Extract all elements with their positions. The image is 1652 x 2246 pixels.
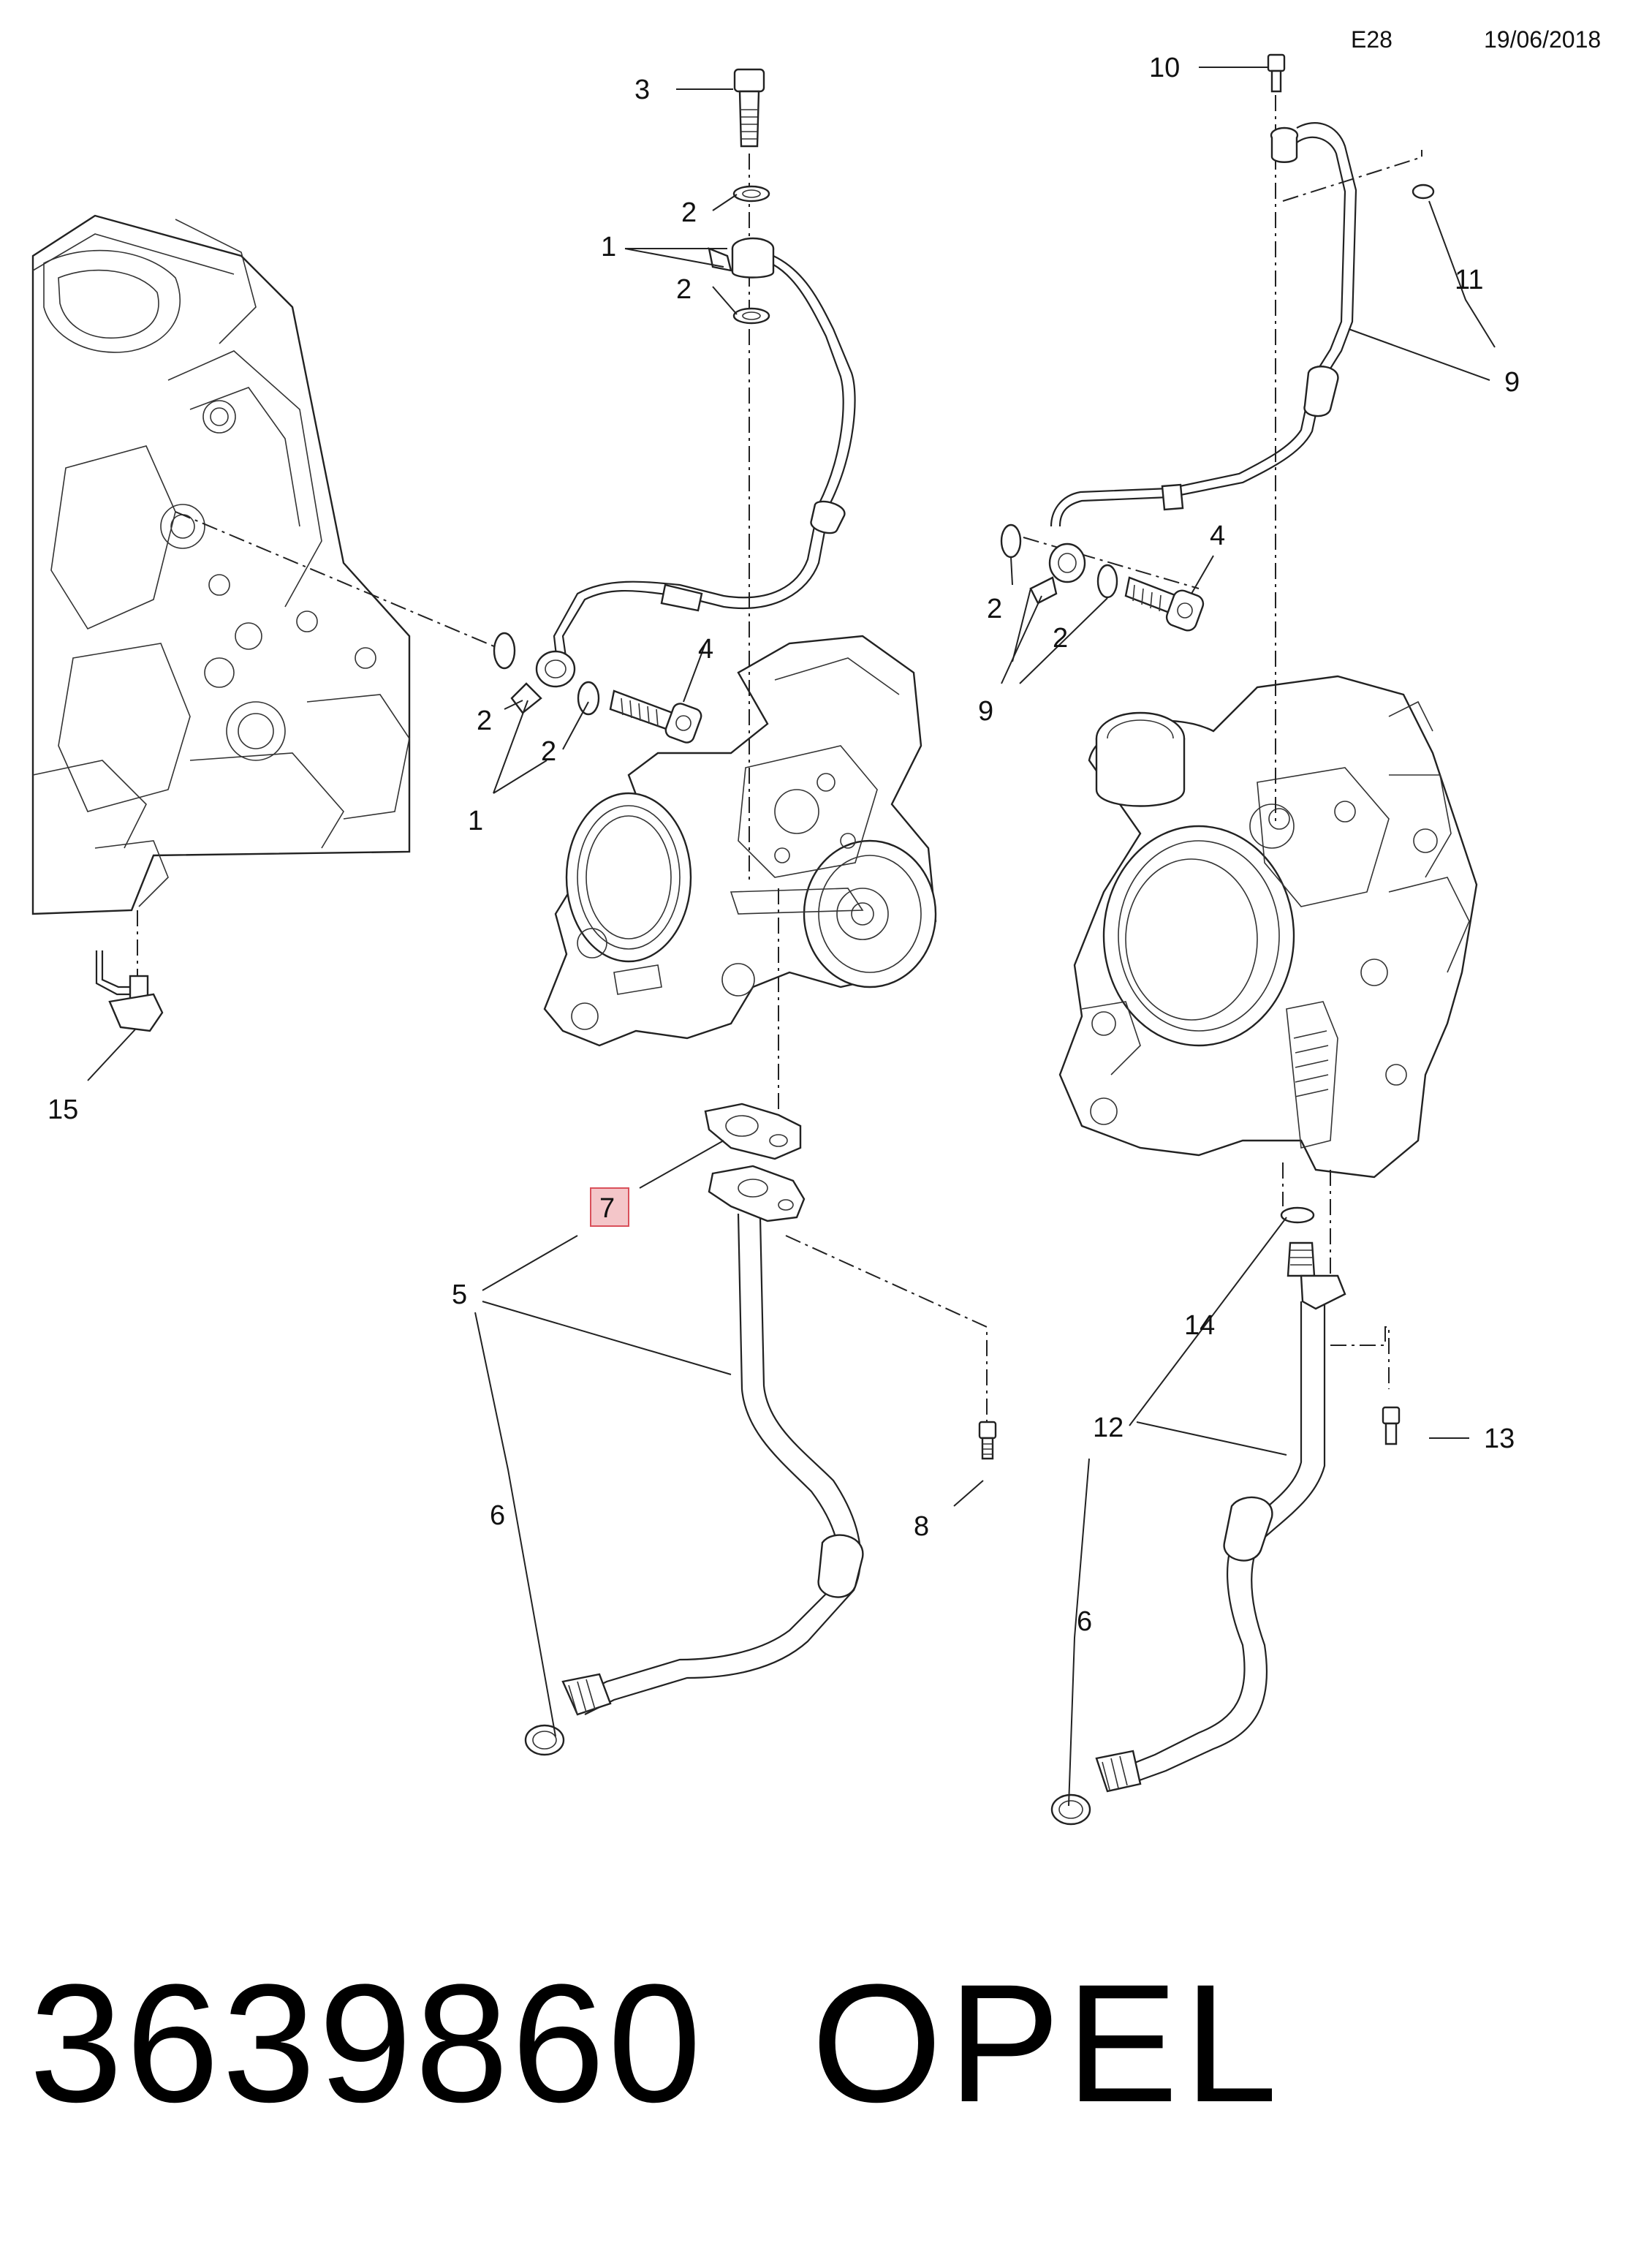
left-oil-drain-line (524, 888, 997, 1756)
callout-2: 2 (477, 706, 492, 736)
callout-2: 2 (681, 197, 697, 228)
callout-11: 11 (1455, 265, 1483, 295)
callout-2: 2 (1053, 623, 1068, 654)
diagram-date: 19/06/2018 (1484, 26, 1602, 53)
brand-name: OPEL (811, 1949, 1284, 2137)
diagram-code: E28 (1351, 26, 1393, 53)
callout-14: 14 (1184, 1310, 1215, 1341)
callout-2: 2 (676, 274, 692, 305)
highlight-box-7 (590, 1187, 629, 1227)
engine-block (31, 214, 411, 915)
callout-7: 7 (599, 1193, 615, 1224)
right-oil-drain-line (1050, 1162, 1401, 1826)
callout-6: 6 (490, 1500, 505, 1531)
left-turbocharger (543, 635, 937, 1047)
left-oil-feed-line (175, 68, 856, 885)
callout-10: 10 (1149, 53, 1180, 83)
callout-12: 12 (1093, 1413, 1124, 1443)
callout-6: 6 (1077, 1606, 1092, 1637)
callout-5: 5 (452, 1279, 467, 1310)
callout-labels: 3 2 1 2 4 2 2 1 15 10 11 9 4 2 2 9 7 5 6… (48, 53, 1520, 1637)
callout-8: 8 (914, 1511, 929, 1542)
callout-9: 9 (978, 696, 993, 727)
callout-1: 1 (468, 806, 483, 836)
callout-2: 2 (541, 736, 556, 767)
callout-1: 1 (601, 232, 616, 262)
right-turbocharger (1058, 675, 1478, 1179)
leader-lines (474, 67, 1496, 1807)
callout-4: 4 (1210, 521, 1225, 551)
right-oil-feed-line (1000, 53, 1435, 823)
callout-2: 2 (987, 594, 1002, 624)
callout-4: 4 (698, 634, 713, 665)
callout-3: 3 (634, 75, 650, 105)
part-15-sensor (87, 910, 164, 1081)
callout-15: 15 (48, 1094, 78, 1125)
callout-13: 13 (1484, 1423, 1515, 1454)
callout-9: 9 (1504, 367, 1520, 398)
part-number: 3639860 (29, 1949, 705, 2137)
